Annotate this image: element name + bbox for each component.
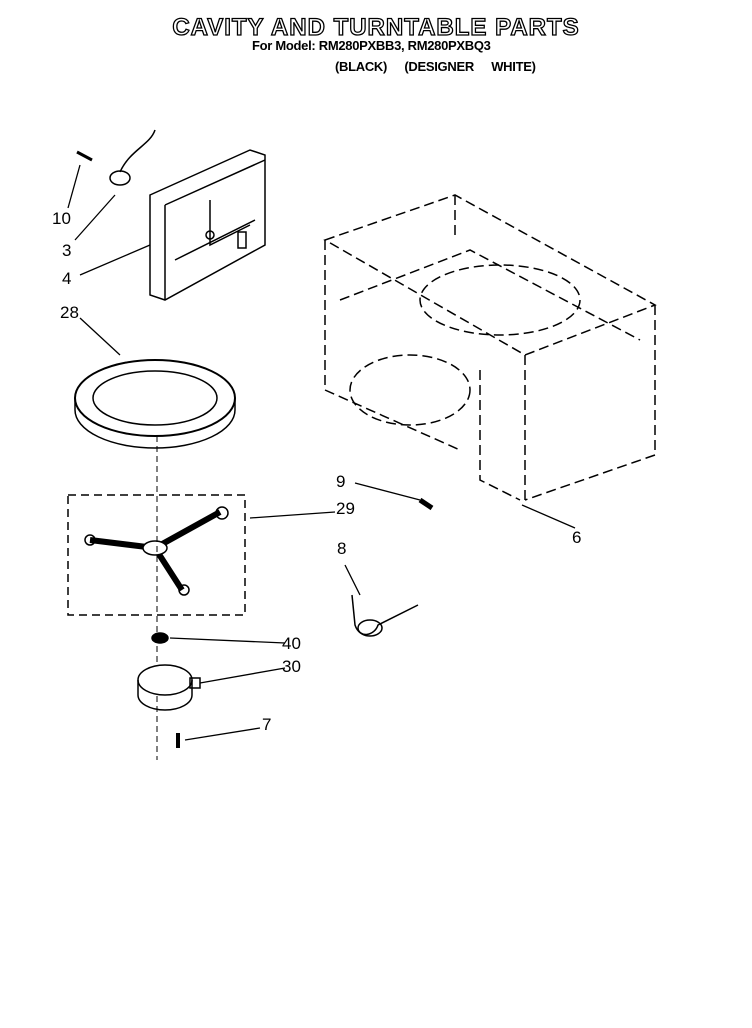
callout-28: 28	[60, 303, 79, 322]
part-8-wire[interactable]	[351, 594, 419, 637]
callout-29: 29	[336, 499, 355, 518]
part-4-bracket[interactable]	[149, 149, 266, 301]
part-30-motor[interactable]	[137, 664, 201, 711]
part-29-box	[67, 494, 246, 616]
callout-3: 3	[62, 241, 71, 260]
variant-designer-white: (DESIGNER WHITE)	[404, 59, 536, 74]
diagram-title: CAVITY AND TURNTABLE PARTS	[172, 13, 580, 41]
part-3-switch[interactable]	[109, 129, 156, 186]
callout-7: 7	[262, 715, 271, 734]
part-40-coupler[interactable]	[151, 632, 169, 644]
part-6-cavity[interactable]	[323, 194, 657, 501]
model-variants: (BLACK) (DESIGNER WHITE)	[335, 59, 536, 74]
callout-30: 30	[282, 657, 301, 676]
callout-8: 8	[337, 539, 346, 558]
part-28-turntable-tray[interactable]	[74, 359, 236, 449]
part-10-screw[interactable]	[76, 150, 93, 162]
part-29-roller-support[interactable]	[84, 506, 229, 596]
callout-9: 9	[336, 472, 345, 491]
callout-4: 4	[62, 269, 71, 288]
part-9-screw[interactable]	[418, 497, 434, 511]
callout-6: 6	[572, 528, 581, 547]
variant-black: (BLACK)	[335, 59, 388, 74]
callout-40: 40	[282, 634, 301, 653]
callout-10: 10	[52, 209, 71, 228]
model-numbers: For Model: RM280PXBB3, RM280PXBQ3	[252, 38, 491, 53]
